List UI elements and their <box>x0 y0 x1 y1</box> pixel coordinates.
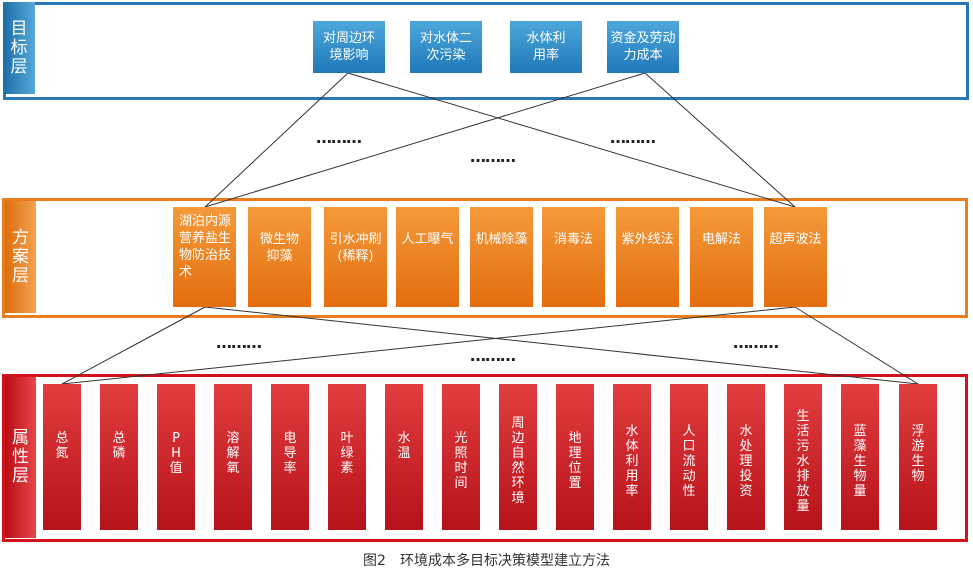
ellipsis: ……… <box>470 147 516 166</box>
attribute-box: 水处理投资 <box>727 384 765 530</box>
link-scheme1-attr16 <box>204 306 919 385</box>
ellipsis: ……… <box>470 346 516 365</box>
scheme-box: 人工曝气 <box>396 207 459 307</box>
attribute-box: PH值 <box>157 384 195 530</box>
scheme-box: 引水冲刷(稀释) <box>324 207 387 307</box>
ellipsis: ……… <box>733 333 779 352</box>
ellipsis: ……… <box>216 333 262 352</box>
link-goal4-scheme9 <box>644 72 796 208</box>
attribute-box: 水体利用率 <box>613 384 651 530</box>
attribute-box: 电导率 <box>271 384 309 530</box>
attribute-layer-frame <box>2 374 968 542</box>
attribute-box: 总氮 <box>43 384 81 530</box>
goal-box: 对周边环境影响 <box>313 21 385 73</box>
attribute-layer-label: 属性层 <box>5 377 36 538</box>
scheme-box: 电解法 <box>690 207 753 307</box>
link-scheme1-attr1 <box>61 306 206 385</box>
attribute-box: 叶绿素 <box>328 384 366 530</box>
scheme-box: 消毒法 <box>542 207 605 307</box>
attribute-box: 光照时间 <box>442 384 480 530</box>
goal-box: 对水体二次污染 <box>410 21 482 73</box>
attribute-box: 周边自然环境 <box>499 384 537 530</box>
ellipsis: ……… <box>610 128 656 147</box>
goal-box: 资金及劳动力成本 <box>607 21 679 73</box>
scheme-box: 湖泊内源营养盐生物防治技术 <box>173 207 236 307</box>
attribute-box: 总磷 <box>100 384 138 530</box>
attribute-box: 水温 <box>385 384 423 530</box>
figure-caption: 图2 环境成本多目标决策模型建立方法 <box>363 553 610 569</box>
link-scheme9-attr1 <box>61 306 796 385</box>
attribute-box: 生活污水排放量 <box>784 384 822 530</box>
link-goal1-scheme1 <box>204 72 349 208</box>
goal-box: 水体利用率 <box>510 21 582 73</box>
ellipsis: ……… <box>316 128 362 147</box>
link-goal1-scheme9 <box>347 72 796 208</box>
scheme-box: 微生物抑藻 <box>248 207 311 307</box>
attribute-box: 人口流动性 <box>670 384 708 530</box>
goal-layer-label: 目标层 <box>3 2 35 94</box>
attribute-box: 溶解氧 <box>214 384 252 530</box>
scheme-box: 机械除藻 <box>470 207 533 307</box>
attribute-box: 蓝藻生物量 <box>841 384 879 530</box>
link-goal4-scheme1 <box>204 72 646 208</box>
scheme-box: 超声波法 <box>764 207 827 307</box>
attribute-box: 浮游生物 <box>899 384 937 530</box>
scheme-layer-frame <box>2 198 968 318</box>
scheme-box: 紫外线法 <box>616 207 679 307</box>
attribute-box: 地理位置 <box>556 384 594 530</box>
link-scheme9-attr16 <box>794 306 919 385</box>
scheme-layer-label: 方案层 <box>5 201 36 313</box>
